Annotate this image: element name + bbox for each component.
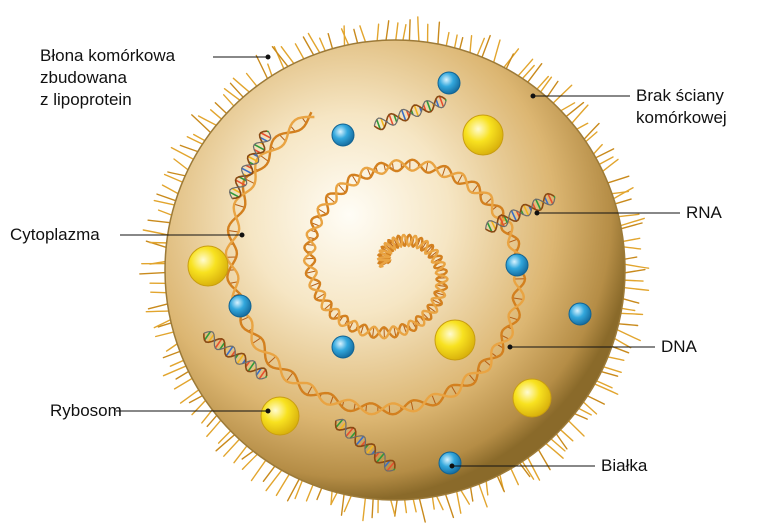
membrane-hair <box>445 492 454 518</box>
ribosome-sphere <box>463 115 503 155</box>
membrane-hair <box>544 442 564 459</box>
label-membrane-line-2: zbudowana <box>40 67 175 89</box>
membrane-hair <box>527 455 540 480</box>
membrane-hair <box>493 40 500 65</box>
protein-sphere <box>332 124 354 146</box>
label-cytoplasm: Cytoplazma <box>10 224 100 246</box>
protein-sphere <box>332 336 354 358</box>
membrane-hair <box>419 496 426 522</box>
membrane-hair <box>621 287 648 290</box>
label-proteins: Białka <box>601 455 647 477</box>
membrane-hair <box>570 105 588 125</box>
membrane-hair <box>140 272 168 274</box>
label-no-wall-line-2: komórkowej <box>636 107 727 129</box>
protein-sphere <box>439 452 461 474</box>
membrane-hair <box>551 85 572 105</box>
label-no-wall-line-1: Brak ściany <box>636 85 727 107</box>
membrane-hair <box>478 481 487 507</box>
label-membrane-line-1: Błona komórkowa <box>40 45 175 67</box>
ribosome-sphere <box>435 320 475 360</box>
rna-base <box>266 376 267 377</box>
label-membrane-line-3: z lipoprotein <box>40 89 175 111</box>
rna-base <box>394 469 395 470</box>
ribosome-sphere <box>513 379 551 417</box>
label-rna: RNA <box>686 202 722 224</box>
membrane-hair <box>146 311 171 312</box>
ribosome-sphere <box>188 246 228 286</box>
label-membrane: Błona komórkowa zbudowana z lipoprotein <box>40 45 175 111</box>
protein-sphere <box>438 72 460 94</box>
membrane-hair <box>564 103 584 119</box>
label-no-cell-wall: Brak ściany komórkowej <box>636 85 727 129</box>
label-ribosome: Rybosom <box>50 400 122 422</box>
rna-base <box>445 99 446 101</box>
protein-sphere <box>506 254 528 276</box>
membrane-hair <box>272 47 289 69</box>
membrane-hair <box>614 328 640 340</box>
membrane-hair <box>181 388 202 403</box>
rna-base <box>554 196 555 198</box>
membrane-hair <box>418 17 419 44</box>
protein-sphere <box>229 295 251 317</box>
membrane-hair <box>256 56 269 82</box>
membrane-hair <box>363 495 366 520</box>
membrane-hair <box>224 437 242 456</box>
membrane-hair <box>622 264 649 268</box>
protein-sphere <box>569 303 591 325</box>
rna-base <box>267 131 269 132</box>
membrane-hair <box>252 458 268 481</box>
label-dna: DNA <box>661 336 697 358</box>
membrane-hair <box>481 36 490 60</box>
ribosome-sphere <box>261 397 299 435</box>
